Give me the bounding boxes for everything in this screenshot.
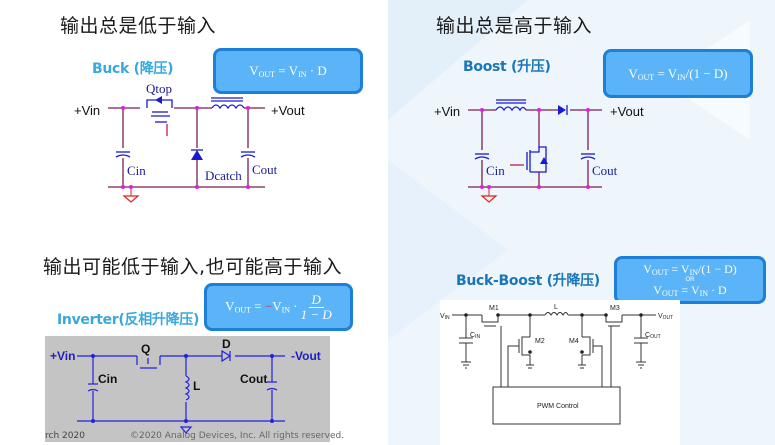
boost-vin-label: +Vin [434,104,460,119]
buck-heading: 输出总是低于输入 [60,15,217,37]
boost-cin-label: Cin [486,163,505,178]
buck-cout-label: Cout [252,162,278,177]
footer-date: rch 2020 [45,431,85,441]
inverter-cin-label: Cin [98,372,117,386]
inverter-q-label: Q [141,342,150,356]
inverter-vin-label: +Vin [50,349,75,363]
buck-q-label: Qtop [146,81,172,96]
boost-heading: 输出总是高于输入 [436,15,593,37]
buck-formula: VOUT = VIN · D [249,63,327,79]
buck-d-label: Dcatch [205,168,242,183]
buckboost-formula-line2: VOUT = VIN · D [653,283,727,298]
buck-vin-label: +Vin [74,103,100,118]
buckboost-vout-label: VOUT [658,313,673,321]
inverter-vout-label: -Vout [291,349,321,363]
buck-formula-box: VOUT = VIN · D [213,48,363,94]
inverter-l-label: L [193,379,200,393]
buckboost-formula-box: VOUT = VIN/(1 − D) OR VOUT = VIN · D [614,256,766,304]
buck-subtitle: Buck (降压) [92,61,174,77]
inverter-d-label: D [222,337,231,351]
inverter-cout-label: Cout [240,372,267,386]
buckboost-m1-label: M1 [489,305,499,312]
buckboost-subtitle: Buck-Boost (升降压) [456,273,600,289]
buck-vout-label: +Vout [271,103,305,118]
boost-schematic: +Vin +Vout Cin Cout [434,99,644,203]
boost-formula: VOUT = VIN/(1 − D) [628,65,728,82]
inverter-heading: 输出可能低于输入,也可能高于输入 [43,256,343,278]
buckboost-m3-label: M3 [610,305,620,312]
boost-subtitle: Boost (升压) [463,59,551,75]
buck-schematic: +Vin +Vout Qtop Cin Dcatch Cout [74,81,305,203]
buckboost-m4-label: M4 [569,338,579,345]
buckboost-m2-label: M2 [535,338,545,345]
boost-formula-box: VOUT = VIN/(1 − D) [603,49,753,98]
buckboost-formula-or: OR [685,277,695,283]
boost-vout-label: +Vout [610,104,644,119]
buckboost-schematic-panel [440,300,680,445]
footer-copyright: ©2020 Analog Devices, Inc. All rights re… [130,431,345,441]
buckboost-pwm-label: PWM Control [537,403,579,410]
inverter-subtitle: Inverter(反相升降压) [57,312,200,328]
inverter-schematic: +Vin -Vout Q D Cin L Cout [50,337,321,434]
buckboost-vin-label: VIN [440,313,450,321]
buckboost-cout-label: COUT [645,332,661,340]
buck-cin-label: Cin [127,163,146,178]
buckboost-cin-label: CIN [470,332,480,340]
buckboost-l-label: L [554,304,558,311]
buckboost-formula-line1: VOUT = VIN/(1 − D) [643,262,737,277]
boost-cout-label: Cout [592,163,618,178]
